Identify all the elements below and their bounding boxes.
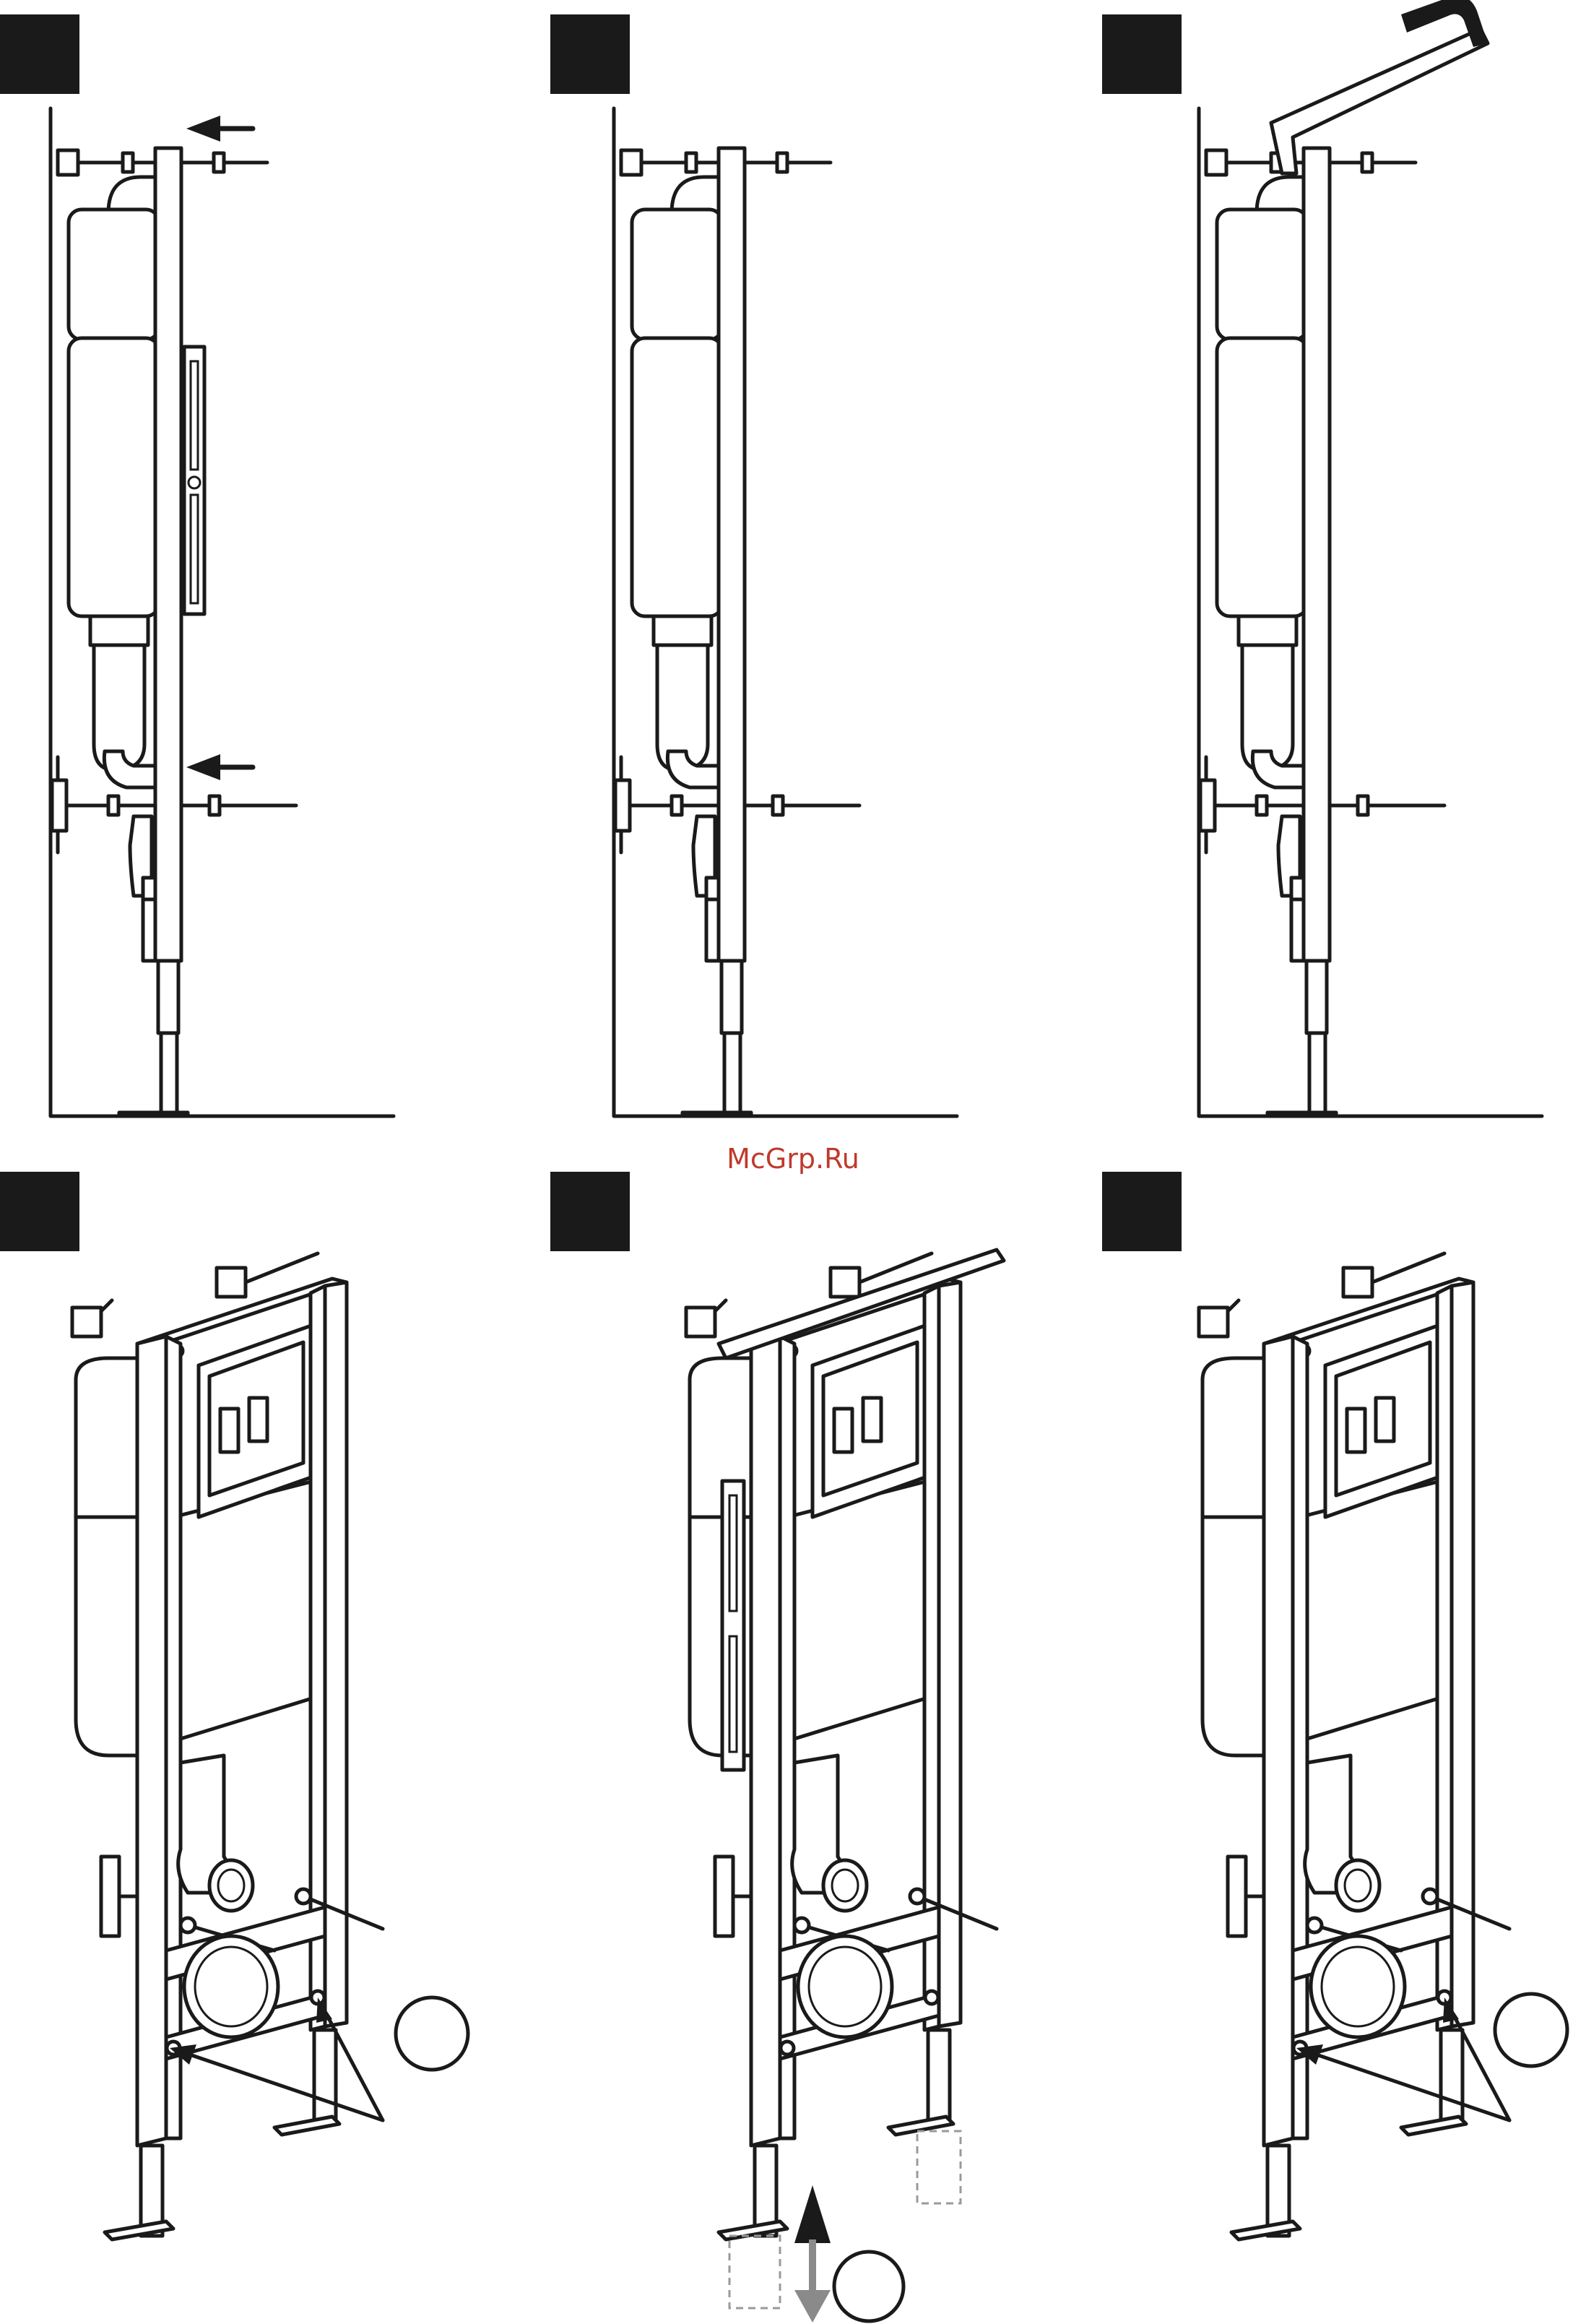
- step-4-perspective-diagram: [0, 0, 549, 2324]
- callout-circle-icon: [396, 1997, 468, 2070]
- height-adjust-arrow-icon: [794, 2185, 831, 2323]
- callout-circle-icon: [1495, 1994, 1567, 2066]
- step-5-perspective-diagram: [614, 0, 1163, 2324]
- step-6-perspective-diagram: [1127, 0, 1586, 2324]
- callout-circle-icon: [834, 2252, 904, 2321]
